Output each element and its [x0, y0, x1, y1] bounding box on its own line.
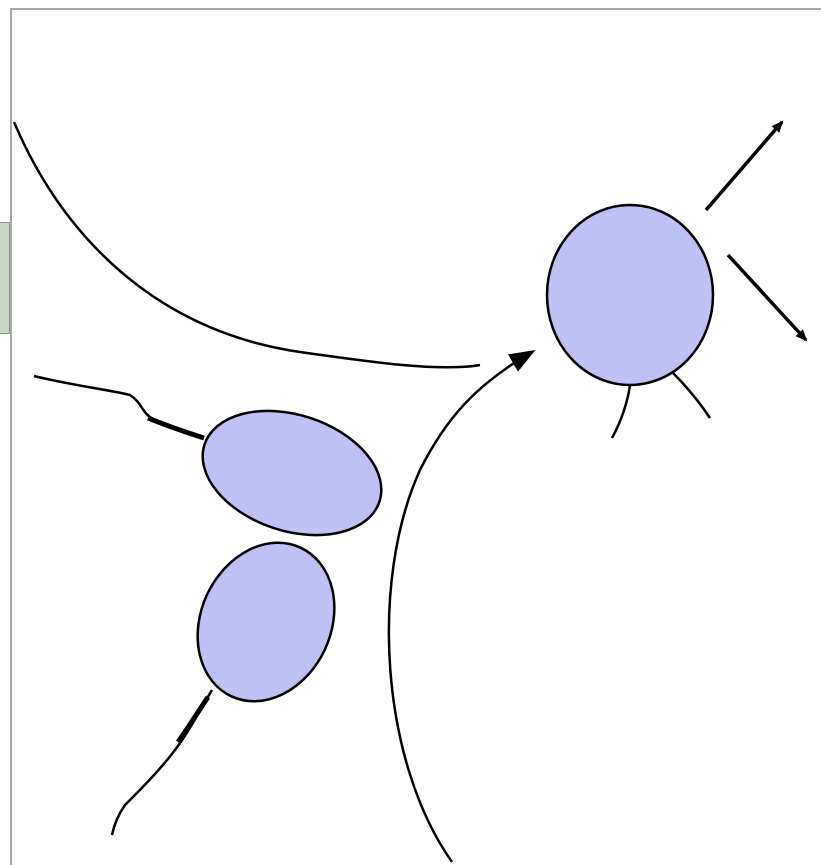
outgoing-arrow-lower-right — [728, 255, 806, 340]
arc-arrow-from-bottom — [389, 352, 532, 862]
upper-cell-flagellum-thick — [148, 418, 204, 438]
upper-flagellated-cell — [187, 389, 398, 556]
lower-cell-flagellum-thick — [178, 697, 208, 742]
target-cell-flagellum-right — [673, 373, 710, 418]
target-cell — [547, 205, 713, 385]
target-cell-flagellum-left — [612, 385, 630, 438]
outgoing-arrow-upper-right — [706, 122, 782, 210]
arc-arrow-from-top-left — [14, 122, 480, 367]
lower-flagellated-cell — [172, 520, 359, 724]
